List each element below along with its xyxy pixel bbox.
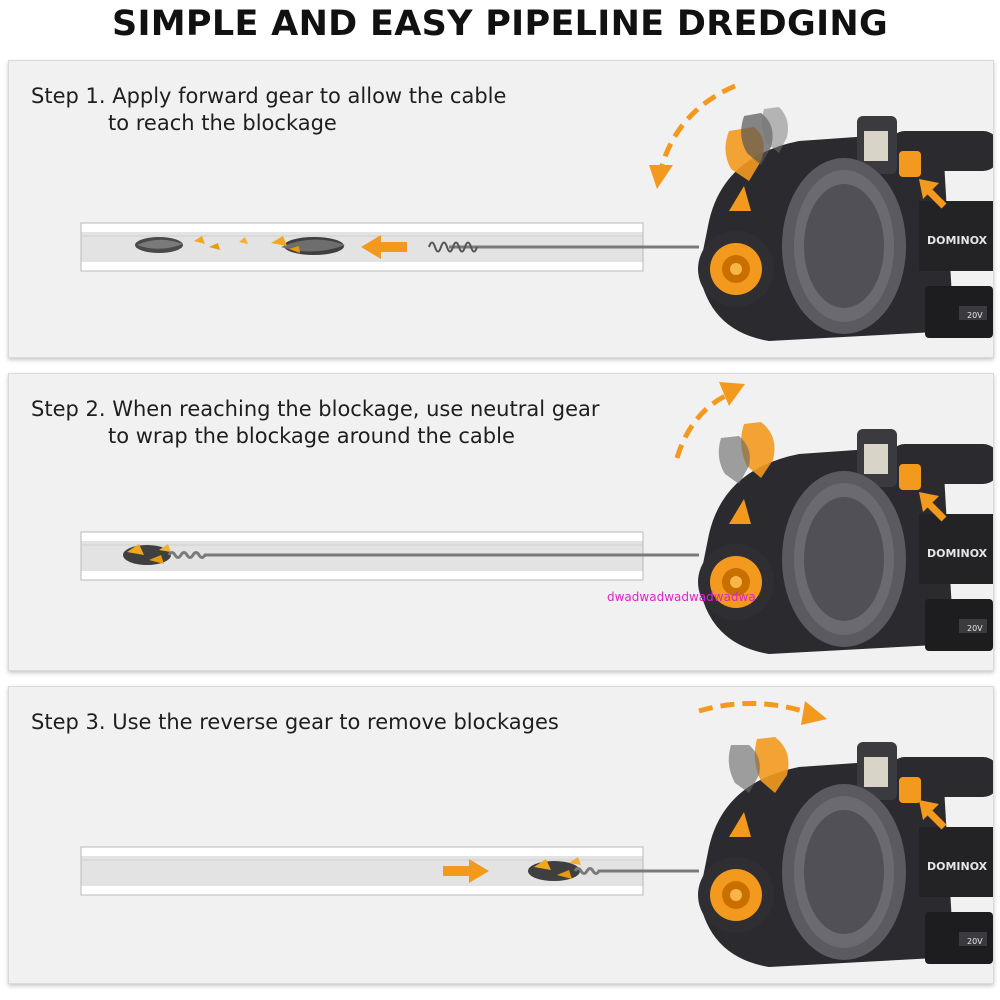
press-arrow-icon (919, 492, 947, 522)
drain-cleaner-machine (698, 107, 993, 341)
step-2-illustration: DOMINOX 20V (80, 382, 993, 654)
drain-cable (573, 867, 699, 875)
brand-label: DOMINOX (927, 234, 988, 247)
watermark-text: dwadwadwadwadwadwa (607, 590, 756, 604)
curved-arrow-icon (698, 700, 827, 725)
page-title: SIMPLE AND EASY PIPELINE DREDGING (111, 4, 889, 44)
step-1-panel: Step 1. Apply forward gear to allow the … (8, 60, 994, 358)
press-arrow-icon (919, 800, 947, 830)
drain-cleaner-machine (698, 737, 993, 967)
curved-arrow-icon (674, 382, 745, 459)
step-1-line-2: to reach the blockage (108, 111, 337, 135)
step-2-line-1: Step 2. When reaching the blockage, use … (31, 397, 600, 421)
blockage-debris (123, 544, 171, 565)
drain-cable (167, 551, 699, 559)
step-2-text: Step 2. When reaching the blockage, use … (31, 396, 600, 450)
step-3-panel: Step 3. Use the reverse gear to remove b… (8, 686, 994, 984)
step-1-text: Step 1. Apply forward gear to allow the … (31, 83, 506, 137)
drain-cable (428, 241, 699, 253)
battery-label: 20V (967, 311, 983, 320)
battery-label: 20V (967, 624, 983, 633)
step-1-illustration: DOMINOX 20V (80, 83, 993, 341)
battery-label: 20V (967, 937, 983, 946)
drain-cleaner-machine (698, 422, 993, 654)
blockage-debris (528, 857, 581, 881)
direction-arrow-icon (361, 235, 407, 259)
step-3-illustration: DOMINOX 20V (80, 700, 993, 967)
step-1-line-1: Step 1. Apply forward gear to allow the … (31, 84, 507, 108)
press-arrow-icon (919, 179, 947, 209)
brand-label: DOMINOX (927, 547, 988, 560)
curved-arrow-icon (649, 83, 736, 189)
brand-label: DOMINOX (927, 860, 988, 873)
direction-arrow-icon (443, 859, 489, 883)
step-2-panel: Step 2. When reaching the blockage, use … (8, 373, 994, 671)
step-3-text: Step 3. Use the reverse gear to remove b… (31, 709, 559, 736)
blockage-debris (135, 236, 345, 255)
step-2-line-2: to wrap the blockage around the cable (108, 424, 515, 448)
step-3-line-1: Step 3. Use the reverse gear to remove b… (31, 710, 559, 734)
